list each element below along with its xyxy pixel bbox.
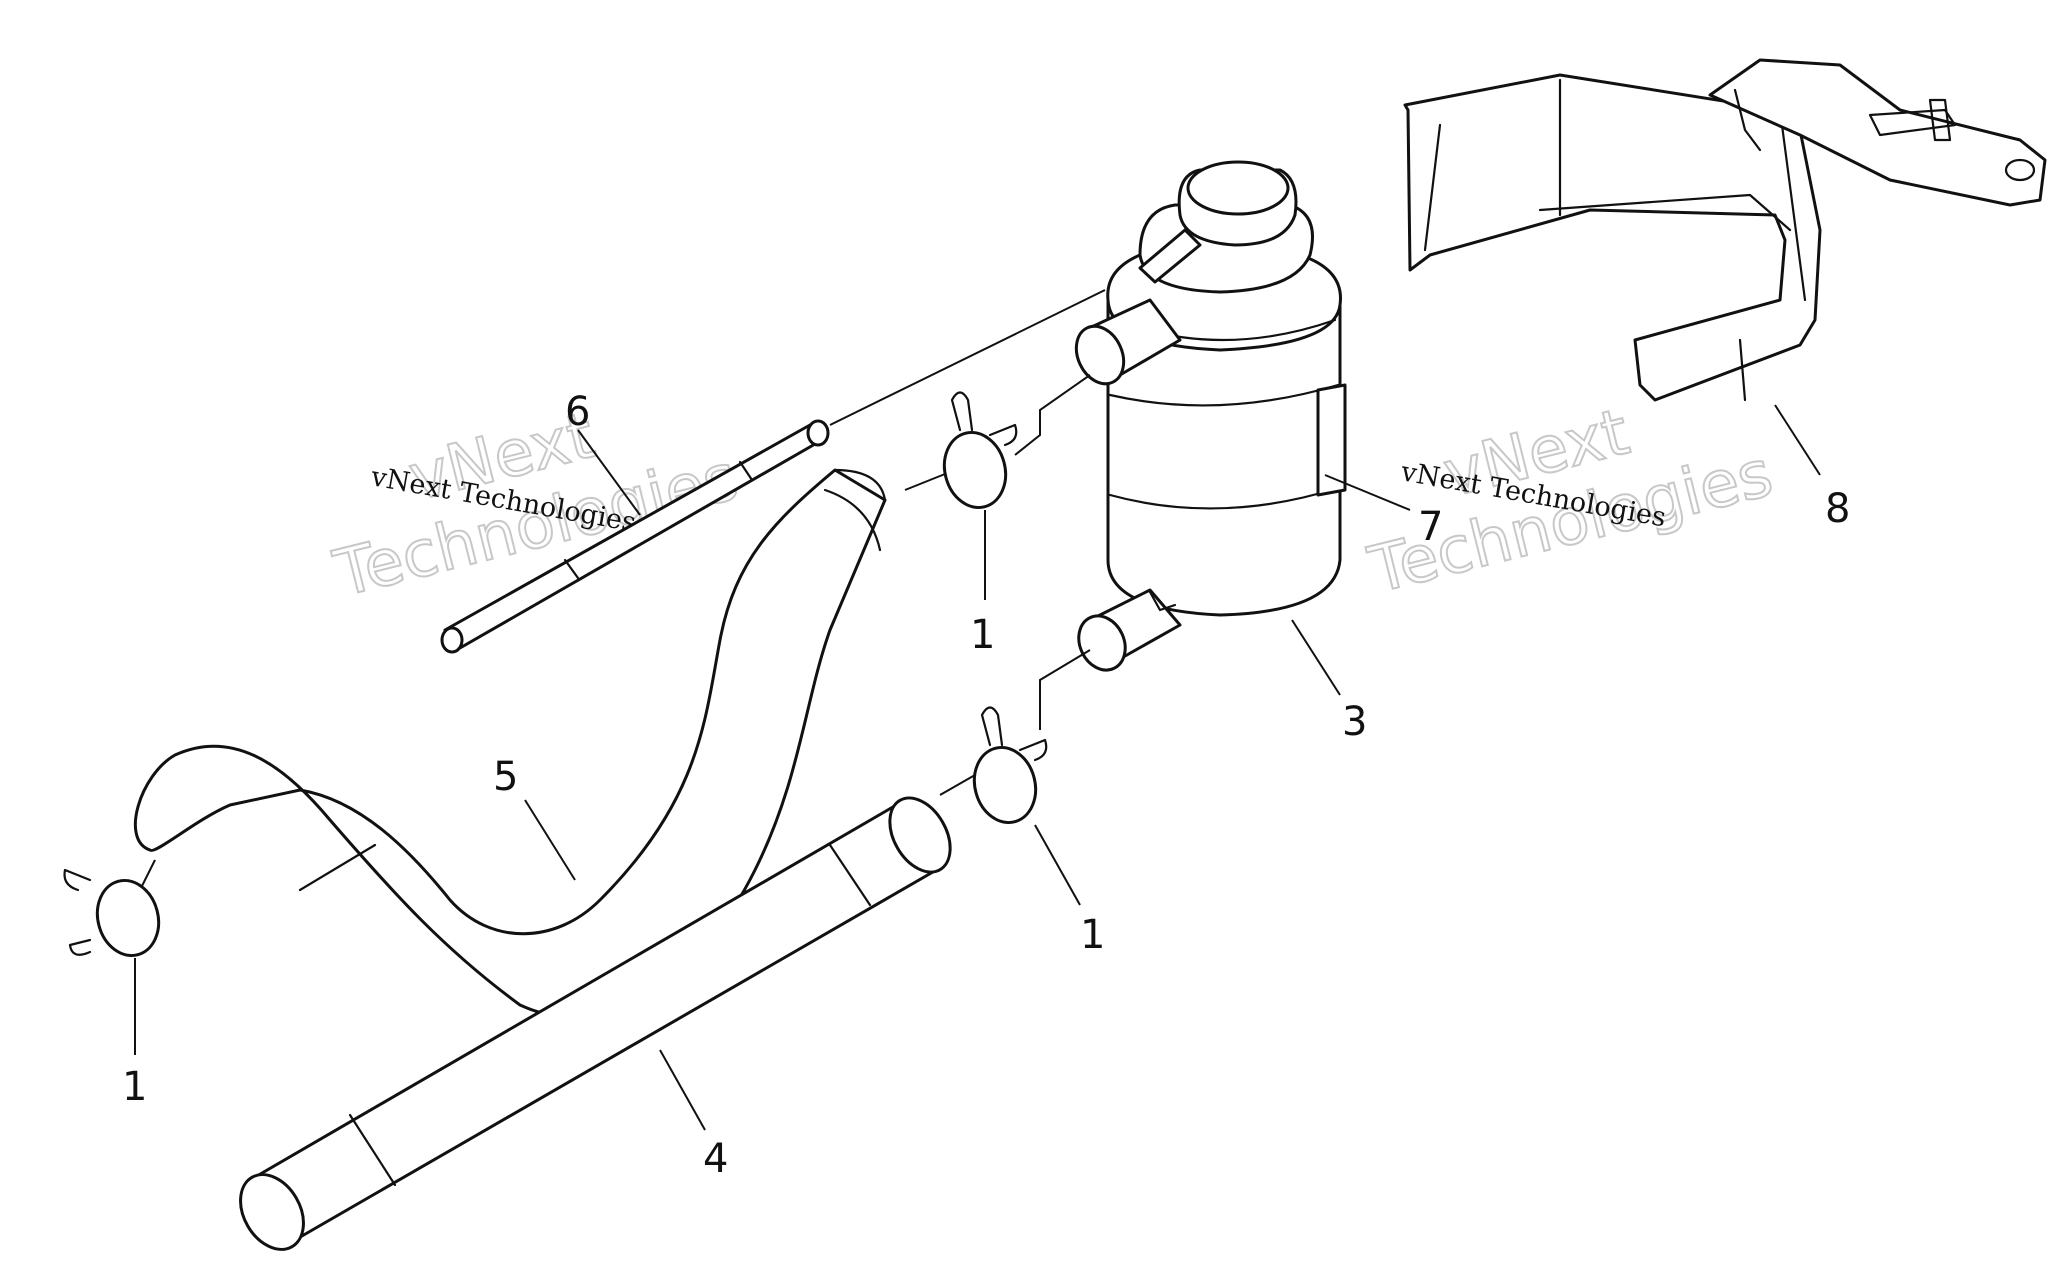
callout-1-left: 1 [122, 1064, 147, 1110]
bracket-part-8 [1323, 58, 2047, 402]
leader-3 [1291, 619, 1341, 696]
leader-1-lower [1034, 824, 1081, 906]
clamp-upper [942, 391, 1018, 510]
leader-7 [1324, 474, 1411, 511]
connection-line-left-clamp [139, 859, 156, 891]
clamp-lower [972, 706, 1048, 825]
canister-part-3 [1074, 160, 1347, 672]
callout-7: 7 [1418, 504, 1443, 550]
callout-1-upper: 1 [970, 612, 995, 658]
connection-line-lower-clamp [1039, 649, 1091, 730]
callout-3: 3 [1342, 699, 1367, 745]
leader-8 [1774, 404, 1821, 476]
connection-line-rod [829, 289, 1106, 426]
leader-6 [577, 429, 641, 516]
callout-1-lower: 1 [1080, 912, 1105, 958]
callout-8: 8 [1825, 486, 1850, 532]
connection-line-upper-clamp [1014, 374, 1091, 456]
leader-4 [659, 1049, 706, 1131]
callout-5: 5 [493, 754, 518, 800]
callout-6: 6 [565, 389, 590, 435]
callout-4: 4 [703, 1136, 728, 1182]
leader-5 [524, 799, 576, 881]
clamp-left [63, 868, 161, 958]
rod-part-6 [440, 419, 830, 654]
hose-part-4 [239, 796, 952, 1251]
connection-line-hose4 [939, 774, 976, 796]
